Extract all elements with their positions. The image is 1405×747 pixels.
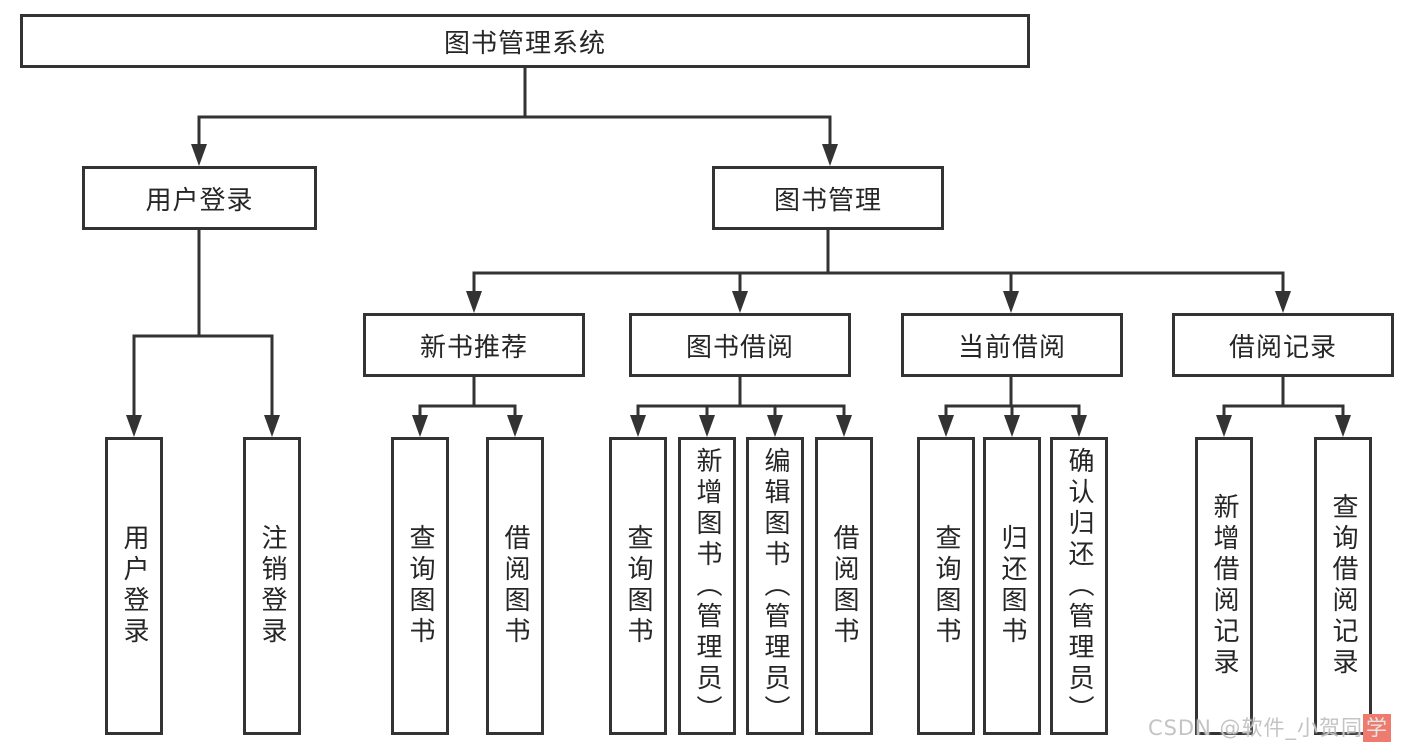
node-label: 图书管理系统 [443,28,606,59]
leaf-label: 借阅图书 [829,524,859,648]
node-label: 图书借阅 [685,332,794,363]
leaf-label: 用户登录 [119,524,149,648]
leaf-label: 查询借阅记录 [1328,493,1358,679]
leaf-logout: 注销登录 [243,437,301,735]
leaf-user-login: 用户登录 [105,437,163,735]
leaf-query-books-recommend: 查询图书 [391,437,449,735]
leaf-label: 借阅图书 [500,524,530,648]
leaf-label: 归还图书 [997,524,1027,648]
leaf-label: 查询图书 [405,524,435,648]
node-user-login: 用户登录 [82,166,317,230]
node-label: 当前借阅 [957,332,1066,363]
leaf-borrow-books-recommend: 借阅图书 [486,437,544,735]
watermark-text: CSDN @软件_小贺同 [1147,716,1363,740]
leaf-query-books-current: 查询图书 [917,437,975,735]
leaf-edit-book-admin: 编辑图书（管理员） [746,437,804,735]
leaf-label: 注销登录 [257,524,287,648]
leaf-label: 查询图书 [931,524,961,648]
leaf-confirm-return-admin: 确认归还（管理员） [1050,437,1108,735]
arrowheads [126,144,1351,437]
node-book-borrow: 图书借阅 [629,313,851,377]
leaf-return-book: 归还图书 [983,437,1041,735]
node-current-borrow: 当前借阅 [901,313,1123,377]
leaf-query-books-borrow: 查询图书 [609,437,667,735]
node-label: 图书管理 [773,185,882,216]
leaf-add-book-admin: 新增图书（管理员） [678,437,736,735]
node-borrow-records: 借阅记录 [1172,313,1394,377]
node-label: 新书推荐 [419,332,528,363]
node-book-management: 图书管理 [712,166,944,230]
node-label: 借阅记录 [1228,332,1337,363]
watermark: CSDN @软件_小贺同学 [1148,712,1391,742]
leaf-add-borrow-record: 新增借阅记录 [1195,437,1253,735]
leaf-label: 确认归还（管理员） [1064,446,1094,726]
leaf-label: 新增借阅记录 [1209,493,1239,679]
leaf-label: 编辑图书（管理员） [760,446,790,726]
leaf-label: 查询图书 [623,524,653,648]
node-label: 用户登录 [145,185,254,216]
leaf-label: 新增图书（管理员） [692,446,722,726]
leaf-borrow-books: 借阅图书 [815,437,873,735]
leaf-query-borrow-record: 查询借阅记录 [1314,437,1372,735]
watermark-highlight: 学 [1363,714,1391,742]
node-root-system: 图书管理系统 [20,14,1030,68]
node-new-book-recommend: 新书推荐 [363,313,585,377]
